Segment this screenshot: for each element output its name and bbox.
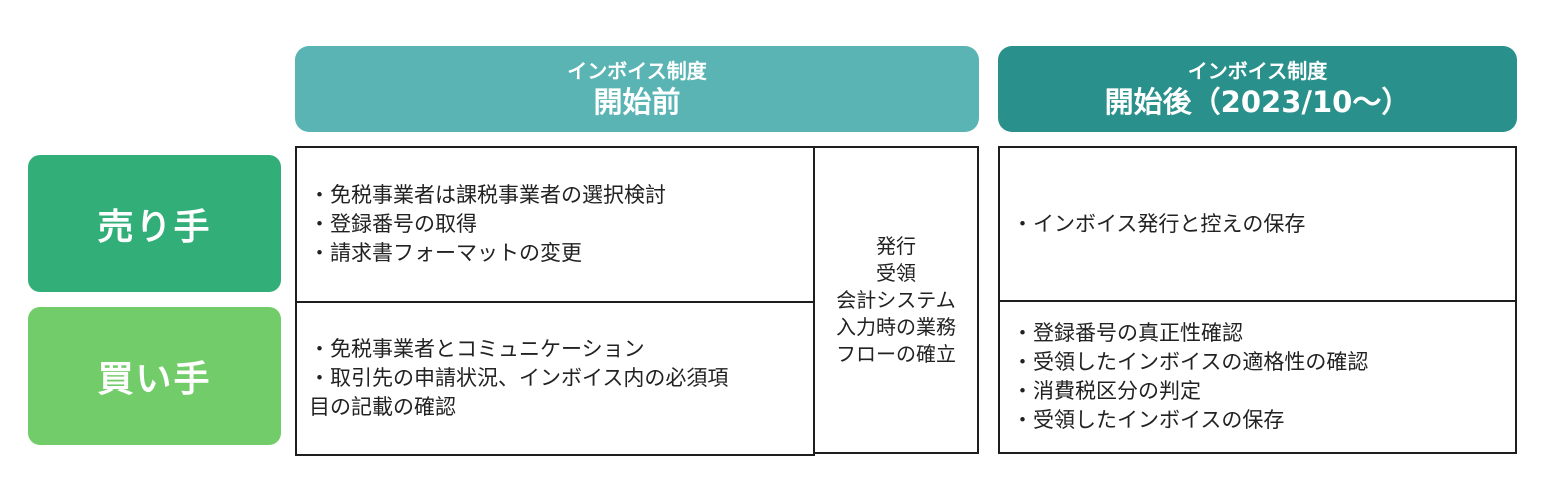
list-item: ・インボイス発行と控えの保存: [1012, 211, 1306, 236]
after-tasks-box: ・インボイス発行と控えの保存 ・登録番号の真正性確認 ・受領したインボイスの適格…: [998, 146, 1517, 454]
row-divider: [1000, 300, 1515, 302]
shared-line: 受領: [876, 260, 916, 285]
before-tasks-box: ・免税事業者は課税事業者の選択検討 ・登録番号の取得 ・請求書フォーマットの変更…: [295, 146, 815, 456]
list-item: ・免税事業者は課税事業者の選択検討: [309, 183, 666, 207]
before-buyer-cell: ・免税事業者とコミュニケーション ・取引先の申請状況、インボイス内の必須項 目の…: [297, 303, 813, 454]
shared-line: 発行: [876, 233, 916, 258]
list-item: ・登録番号の真正性確認: [1012, 321, 1243, 345]
list-item: ・受領したインボイスの適格性の確認: [1012, 350, 1369, 374]
row-divider: [297, 301, 813, 303]
header-after: インボイス制度 開始後（2023/10〜）: [998, 46, 1517, 132]
list-item: 目の記載の確認: [309, 395, 456, 419]
list-item: ・登録番号の取得: [309, 212, 477, 236]
header-after-subtitle: インボイス制度: [1187, 59, 1328, 83]
shared-line: フローの確立: [836, 341, 956, 366]
before-shared-box: 発行 受領 会計システム 入力時の業務 フローの確立: [813, 146, 979, 454]
list-item: ・消費税区分の判定: [1012, 379, 1201, 403]
header-before-subtitle: インボイス制度: [567, 59, 707, 83]
list-item: ・請求書フォーマットの変更: [309, 241, 582, 265]
list-item: ・受領したインボイスの保存: [1012, 408, 1285, 432]
after-buyer-cell: ・登録番号の真正性確認 ・受領したインボイスの適格性の確認 ・消費税区分の判定 …: [1000, 302, 1515, 452]
role-buyer: 買い手: [28, 307, 281, 445]
header-after-title: 開始後（2023/10〜）: [1104, 85, 1411, 119]
before-seller-cell: ・免税事業者は課税事業者の選択検討 ・登録番号の取得 ・請求書フォーマットの変更: [297, 148, 813, 301]
shared-line: 入力時の業務: [836, 314, 956, 339]
after-seller-cell: ・インボイス発行と控えの保存: [1000, 148, 1515, 300]
role-buyer-label: 買い手: [97, 359, 212, 400]
shared-line: 会計システム: [836, 287, 956, 312]
role-seller-label: 売り手: [97, 206, 212, 248]
header-before-title: 開始前: [593, 85, 681, 119]
role-seller: 売り手: [28, 155, 281, 292]
header-before: インボイス制度 開始前: [295, 46, 979, 132]
list-item: ・取引先の申請状況、インボイス内の必須項: [309, 366, 729, 390]
list-item: ・免税事業者とコミュニケーション: [309, 337, 645, 361]
